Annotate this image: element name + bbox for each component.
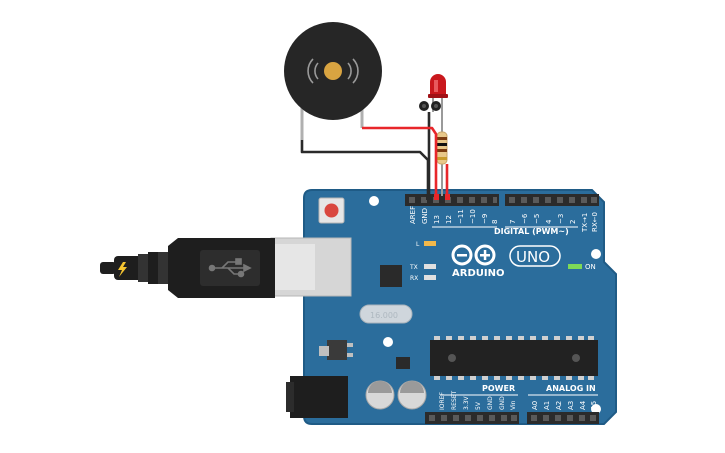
usb-controller-chip xyxy=(380,265,402,287)
mounting-hole xyxy=(591,249,601,259)
analog-pin-labels: A0 A1 A2 A3 A4 A5 xyxy=(531,400,598,410)
pin-label: ~11 xyxy=(457,209,465,224)
power-header[interactable] xyxy=(425,412,519,424)
capacitor xyxy=(397,380,427,410)
pin-label: RESET xyxy=(451,390,458,410)
pin-label: TX→1 xyxy=(581,213,589,233)
mounting-hole xyxy=(369,196,379,206)
lightning-icon xyxy=(118,262,127,277)
mounting-hole xyxy=(383,337,393,347)
on-label: ON xyxy=(585,263,596,271)
pin-label: A4 xyxy=(579,400,587,410)
tx-led-label: TX xyxy=(409,264,418,271)
l-led xyxy=(424,241,436,246)
mounting-hole xyxy=(591,404,601,414)
dc-barrel-jack[interactable] xyxy=(286,376,348,418)
pin-label: 3.3V xyxy=(463,395,470,410)
model-text: UNO xyxy=(516,248,550,266)
power-on-led xyxy=(568,264,582,269)
arduino-logo: ARDUINO xyxy=(451,244,504,279)
pin-label: 13 xyxy=(433,215,441,224)
pin-label: 5V xyxy=(475,401,482,410)
pin-label: A5 xyxy=(590,401,598,410)
crystal-oscillator: 16.000 xyxy=(359,304,413,324)
capacitor xyxy=(365,380,395,410)
pin-label: AREF xyxy=(409,206,417,224)
resistor[interactable] xyxy=(436,104,448,196)
pin-label: A3 xyxy=(567,401,575,410)
pin-label: RX←0 xyxy=(591,212,599,232)
wire-black[interactable] xyxy=(300,112,431,197)
uno-badge: UNO xyxy=(509,245,561,267)
pin-label: IOREF xyxy=(439,392,446,410)
atmega-microcontroller xyxy=(430,336,598,380)
pin-label: ~3 xyxy=(557,214,565,224)
wire-pin-caps xyxy=(426,194,450,200)
rx-led xyxy=(424,275,436,280)
tx-led xyxy=(424,264,436,269)
pin-label: 2 xyxy=(569,220,577,224)
top-pin-labels: AREF GND 13 12 ~11 ~10 ~9 8 7 ~6 ~5 4 ~3… xyxy=(409,206,599,233)
sound-waves-icon xyxy=(307,58,359,84)
pin-label: ~9 xyxy=(481,214,489,224)
pin-label: 7 xyxy=(509,220,517,224)
pin-label: A0 xyxy=(531,401,539,410)
digital-label: DIGITAL (PWM~) xyxy=(494,227,569,236)
piezo-buzzer[interactable] xyxy=(284,22,382,140)
crystal-label: 16.000 xyxy=(370,311,398,320)
pin-label: 8 xyxy=(491,220,499,224)
rx-led-label: RX xyxy=(410,275,418,282)
usb-socket[interactable] xyxy=(270,237,352,297)
pin-label: GND xyxy=(487,396,494,410)
brand-text: ARDUINO xyxy=(452,268,504,279)
pin-label: ~5 xyxy=(533,214,541,224)
pin-label: 12 xyxy=(445,215,453,224)
pin-label: A1 xyxy=(543,401,551,410)
usb-cable[interactable] xyxy=(100,238,275,298)
usb-symbol-icon xyxy=(208,258,252,278)
pin-label: ~10 xyxy=(469,209,477,224)
pin-label: Vin xyxy=(510,400,517,410)
wire-connector xyxy=(419,101,441,111)
analog-label: ANALOG IN xyxy=(546,384,596,393)
pin-label: A2 xyxy=(555,401,563,410)
power-pin-labels: IOREF RESET 3.3V 5V GND GND Vin xyxy=(439,390,517,410)
pin-label: GND xyxy=(499,396,506,410)
pin-label: 4 xyxy=(545,219,553,224)
wire-red[interactable] xyxy=(362,126,449,197)
reset-button[interactable] xyxy=(318,197,345,224)
status-leds: L TX RX ON xyxy=(409,241,596,282)
pin-label: GND xyxy=(421,208,429,224)
pin-label: ~6 xyxy=(521,213,529,224)
power-label: POWER xyxy=(482,384,515,393)
voltage-regulator xyxy=(319,340,353,360)
small-ic xyxy=(396,357,410,369)
l-led-label: L xyxy=(416,241,420,248)
analog-header[interactable] xyxy=(527,412,599,424)
